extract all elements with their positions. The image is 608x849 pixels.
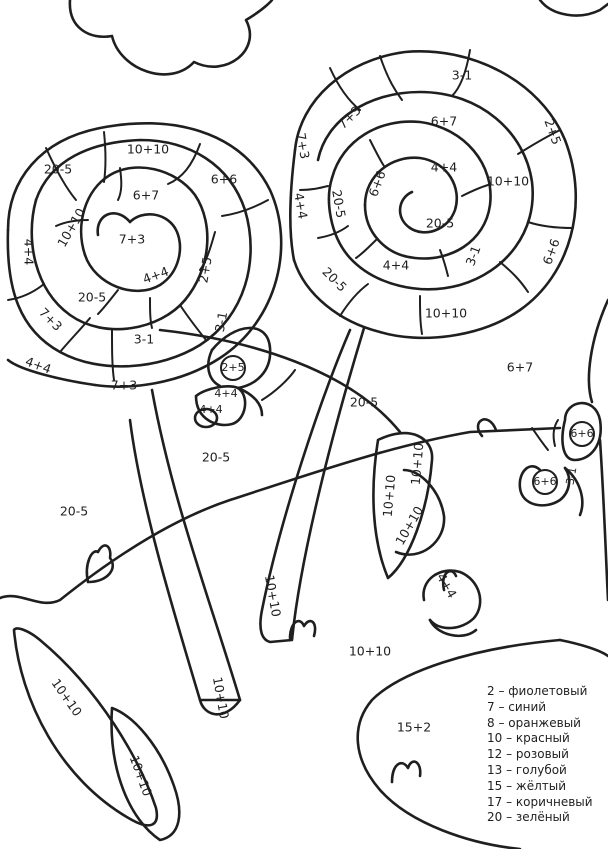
field-label: 20-5 — [202, 450, 230, 465]
candy-right-label: 6+7 — [431, 114, 457, 129]
candy-left — [6, 122, 283, 388]
legend-item: 13 – голубой — [487, 762, 567, 777]
leaf-label: 10+10 — [49, 676, 86, 719]
legend-item: 20 – зелёный — [487, 810, 570, 825]
field-label: 20-5 — [350, 395, 378, 410]
candy-left-label: 20-5 — [44, 162, 72, 177]
leaf-label: 10+10 — [392, 503, 426, 547]
candy-right-label: 6+6 — [539, 237, 562, 267]
leaf-label: 10+10 — [408, 442, 427, 485]
candy-left-label: 10+10 — [127, 142, 169, 157]
candy-left-label: 3-1 — [212, 310, 230, 333]
candy-left-label: 7+3 — [111, 378, 137, 393]
legend-item: 8 – оранжевый — [487, 715, 581, 730]
stem-label: 10+10 — [210, 676, 232, 720]
candy-right-label: 4+4 — [383, 258, 409, 273]
candy-left-label: 7+3 — [119, 232, 145, 247]
leaves — [12, 431, 446, 842]
candy-right-label: 7+3 — [293, 132, 312, 161]
candy-left-label: 4+4 — [141, 263, 171, 286]
candy-left-label: 4+4 — [22, 239, 37, 265]
butterfly-left-label: 4+4 — [199, 403, 222, 416]
candy-right — [289, 49, 577, 340]
candy-stems — [128, 326, 366, 716]
candy-right-label: 20-5 — [319, 264, 350, 295]
candy-right-label: 2+5 — [541, 117, 564, 147]
candy-right-labels: 3-1 7+3 6+7 2+5 7+3 4+4 10+10 6+6 20-5 4… — [291, 68, 564, 321]
stem-right-label: 10+10 — [262, 574, 284, 618]
candy-right-label: 20-5 — [426, 216, 454, 231]
butterfly-left-label: 4+4 — [214, 387, 237, 400]
butterfly-right-label: 6+6 — [533, 475, 556, 488]
candy-left-label: 6+6 — [211, 172, 237, 187]
color-legend: 2 – фиолетовый 7 – синий 8 – оранжевый 1… — [487, 684, 593, 826]
legend-item: 12 – розовый — [487, 747, 569, 762]
butterfly-right — [518, 401, 602, 517]
legend-item: 7 – синий — [487, 699, 547, 714]
candy-right-label: 10+10 — [425, 306, 467, 321]
candy-right-label: 20-5 — [329, 189, 349, 220]
candy-right-label: 4+4 — [291, 192, 310, 221]
candy-left-labels: 20-5 10+10 6+6 4+4 10+10 6+7 7+3 2+5 4+4… — [22, 142, 238, 393]
grass-tufts — [85, 544, 458, 784]
leaf-labels: 10+10 10+10 10+10 10+10 10+10 — [49, 442, 427, 798]
leaf-label: 10+10 — [380, 474, 399, 517]
candy-right-label: 6+6 — [365, 169, 388, 199]
cloud-top-right — [538, 0, 608, 17]
field-label: 15+2 — [397, 720, 431, 735]
candy-left-label: 20-5 — [78, 290, 106, 305]
cloud-top — [68, 0, 274, 76]
candy-right-label: 3-1 — [463, 243, 484, 267]
butterfly-labels: 2+5 4+4 4+4 6+6 6+6 3-1 — [199, 355, 595, 495]
candy-right-label: 4+4 — [431, 160, 457, 175]
candy-left-label: 2+5 — [195, 256, 214, 285]
candy-right-label: 3-1 — [452, 68, 472, 83]
legend-item: 10 – красный — [487, 731, 570, 746]
field-labels: 20-5 20-5 20-5 6+7 10+10 15+2 — [60, 360, 533, 735]
legend-item: 17 – коричневый — [487, 794, 593, 809]
butterfly-right-label: 6+6 — [570, 427, 593, 440]
field-label: 20-5 — [60, 504, 88, 519]
leaf-label: 10+10 — [127, 753, 156, 798]
legend-item: 2 – фиолетовый — [487, 684, 588, 698]
candy-left-label: 6+7 — [133, 188, 159, 203]
butterfly-right-label: 3-1 — [564, 466, 580, 486]
field-label: 10+10 — [349, 644, 391, 659]
hill-lines — [0, 298, 608, 849]
candy-right-label: 10+10 — [487, 174, 529, 189]
butterfly-left-label: 2+5 — [221, 361, 244, 374]
butterfly-left — [193, 326, 296, 429]
legend-item: 15 – жёлтый — [487, 778, 567, 793]
candy-left-label: 3-1 — [134, 332, 154, 347]
snail — [422, 569, 482, 638]
field-label: 6+7 — [507, 360, 533, 375]
